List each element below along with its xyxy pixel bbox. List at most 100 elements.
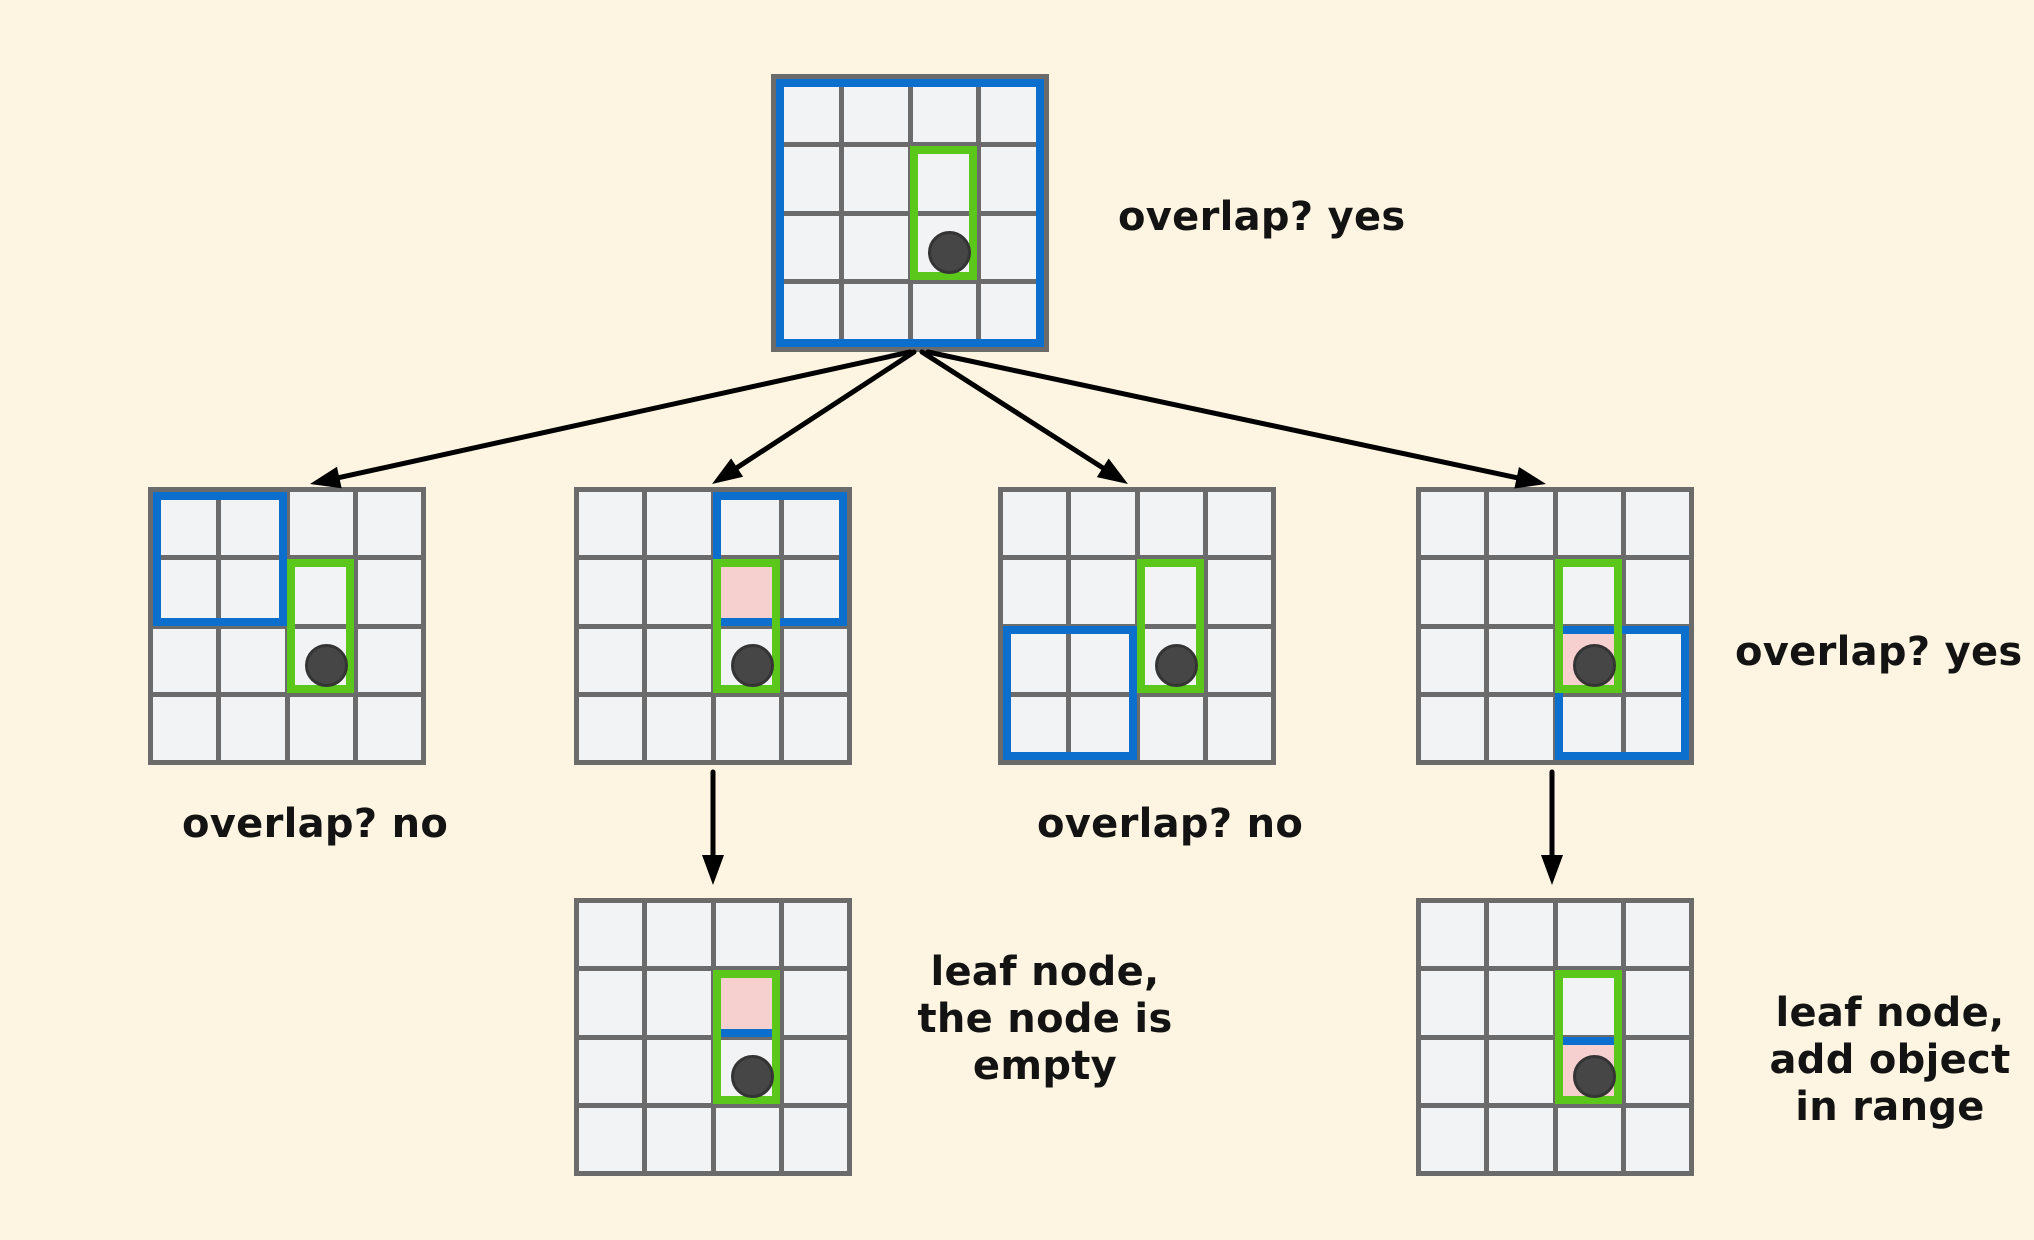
label-leaf-empty-note: leaf node, the node is empty: [917, 949, 1173, 1090]
grid-cell: [1421, 560, 1485, 624]
grid-cell: [912, 147, 976, 211]
grid-cell: [1421, 492, 1485, 556]
grid-cell: [647, 971, 711, 1035]
grid-cell: [1625, 1039, 1689, 1103]
object-dot: [1155, 644, 1198, 687]
grid-cell: [783, 903, 847, 967]
grid-cell: [776, 283, 840, 347]
grid-cell: [153, 628, 217, 692]
arrow-root-to-child3: [919, 349, 1128, 484]
root-node-grid: [771, 74, 1049, 352]
grid-cell: [776, 79, 840, 143]
grid-cell: [647, 1039, 711, 1103]
grid-cell: [647, 696, 711, 760]
grid-cell: [1557, 971, 1621, 1035]
grid-cell: [221, 560, 285, 624]
grid-cell: [783, 628, 847, 692]
grid-cell: [153, 560, 217, 624]
grid-cell: [1489, 560, 1553, 624]
grid-cell: [715, 560, 779, 624]
grid-cell: [912, 283, 976, 347]
label-child1-overlap: overlap? no: [182, 801, 449, 847]
grid-cell: [357, 628, 421, 692]
grid-cell: [153, 492, 217, 556]
grid-cell: [1625, 492, 1689, 556]
grid-cell: [783, 492, 847, 556]
grid-cell: [1625, 971, 1689, 1035]
grid-cell: [715, 1107, 779, 1171]
grid-cell: [776, 147, 840, 211]
leaf-node-grid-empty: [574, 898, 852, 1176]
label-child3-overlap: overlap? no: [1037, 801, 1304, 847]
grid-cell: [1421, 1107, 1485, 1171]
grid-cell: [776, 215, 840, 279]
grid-cell: [1557, 903, 1621, 967]
grid-cell: [1003, 696, 1067, 760]
leaf-node-grid-with-object: [1416, 898, 1694, 1176]
grid-cell: [647, 560, 711, 624]
grid-cell: [1071, 696, 1135, 760]
arrow-root-to-child2: [712, 349, 917, 484]
grid-cell: [1003, 560, 1067, 624]
grid-cell: [289, 492, 353, 556]
grid-cell: [1489, 628, 1553, 692]
grid-cell: [783, 1039, 847, 1103]
grid-cell: [1421, 628, 1485, 692]
grid-cell: [647, 628, 711, 692]
grid-cell: [912, 79, 976, 143]
grid-cell: [579, 560, 643, 624]
grid-cell: [783, 971, 847, 1035]
grid-cell: [980, 283, 1044, 347]
grid-cell: [1489, 1039, 1553, 1103]
label-child4-overlap: overlap? yes: [1735, 629, 2023, 675]
grid-cell: [1625, 696, 1689, 760]
grid-cell: [289, 696, 353, 760]
grid-cell: [1489, 696, 1553, 760]
grid-cell: [579, 492, 643, 556]
grid-cell: [579, 1039, 643, 1103]
grid-cell: [1421, 1039, 1485, 1103]
grid-cell: [980, 147, 1044, 211]
grid-cell: [579, 1107, 643, 1171]
grid-cell: [1207, 560, 1271, 624]
grid-cell: [1207, 628, 1271, 692]
grid-cell: [1557, 492, 1621, 556]
grid-cell: [221, 628, 285, 692]
grid-cell: [357, 560, 421, 624]
grid-cell: [1421, 903, 1485, 967]
child-node-grid-top-right: [574, 487, 852, 765]
grid-cell: [715, 492, 779, 556]
grid-cell: [1139, 492, 1203, 556]
grid-cell: [647, 903, 711, 967]
grid-cell: [221, 696, 285, 760]
grid-cell: [715, 971, 779, 1035]
child-node-grid-top-left: [148, 487, 426, 765]
grid-cell: [1625, 628, 1689, 692]
grid-cell: [357, 492, 421, 556]
grid-cell: [357, 696, 421, 760]
grid-cell: [579, 628, 643, 692]
grid-cell: [1489, 492, 1553, 556]
grid-cell: [1207, 696, 1271, 760]
grid-cell: [980, 215, 1044, 279]
grid-cell: [1071, 560, 1135, 624]
grid-cell: [1625, 903, 1689, 967]
grid-cell: [1207, 492, 1271, 556]
grid-cell: [1557, 696, 1621, 760]
grid-cell: [1489, 971, 1553, 1035]
label-leaf-object-note: leaf node, add object in range: [1769, 990, 2011, 1131]
grid-cell: [647, 1107, 711, 1171]
grid-cell: [647, 492, 711, 556]
grid-cell: [783, 696, 847, 760]
arrow-child4-to-leaf-object: [1541, 769, 1563, 885]
grid-cell: [1421, 696, 1485, 760]
object-dot: [1573, 644, 1616, 687]
child-node-grid-bottom-left: [998, 487, 1276, 765]
grid-cell: [1003, 492, 1067, 556]
grid-cell: [1625, 1107, 1689, 1171]
grid-cell: [1557, 1107, 1621, 1171]
grid-cell: [579, 903, 643, 967]
grid-cell: [1489, 903, 1553, 967]
grid-cell: [1071, 628, 1135, 692]
